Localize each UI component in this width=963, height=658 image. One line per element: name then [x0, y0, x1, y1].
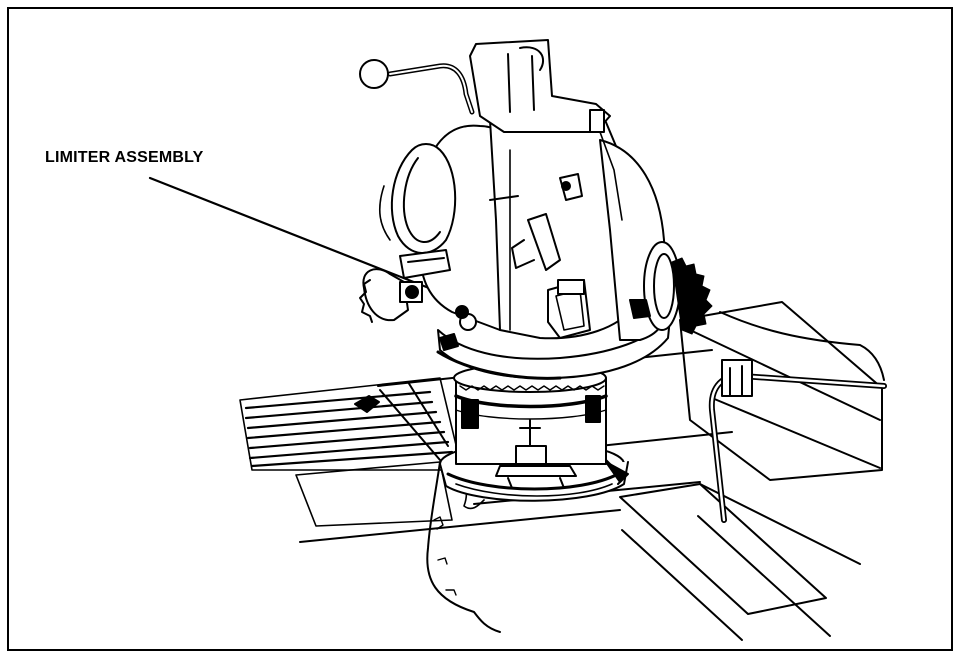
traverse-ring — [440, 364, 628, 501]
base-platform — [240, 302, 884, 640]
limiter-assembly-callout-label: LIMITER ASSEMBLY — [45, 149, 204, 166]
mount-body — [360, 40, 712, 378]
